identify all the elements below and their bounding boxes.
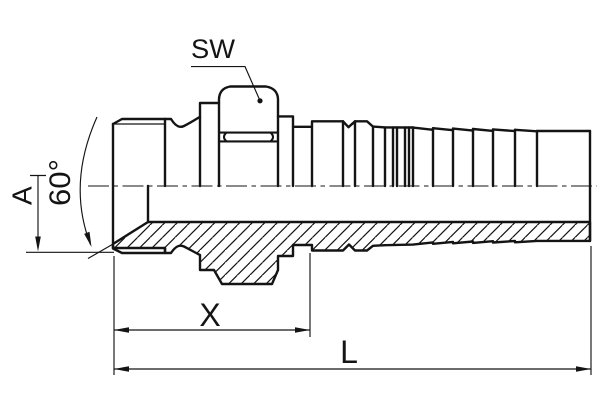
dimension-60deg bbox=[79, 116, 115, 259]
label-sw: SW bbox=[191, 34, 236, 64]
sw-leader bbox=[191, 66, 263, 104]
label-60deg: 60° bbox=[44, 159, 77, 206]
fitting-outline bbox=[111, 85, 592, 255]
dimension-x bbox=[113, 253, 311, 375]
sw-leader-dot bbox=[257, 98, 263, 104]
dimension-l bbox=[114, 246, 592, 375]
cross-section-hatching bbox=[111, 220, 592, 286]
label-a: A bbox=[7, 186, 38, 205]
label-x: X bbox=[199, 297, 220, 333]
label-l: L bbox=[340, 334, 358, 370]
